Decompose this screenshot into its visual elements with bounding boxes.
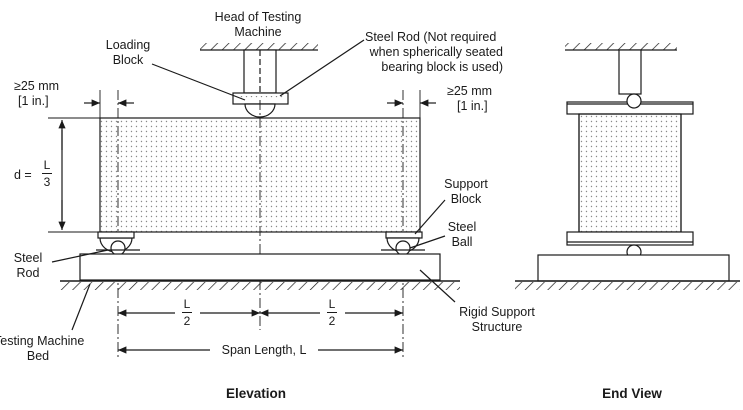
half-span-right-den: 2 xyxy=(328,314,336,328)
end-view-caption: End View xyxy=(602,386,662,401)
span-length-label: Span Length, L xyxy=(221,343,307,357)
bed-label-1: Testing Machine xyxy=(0,334,85,348)
right-offset-label-1: ≥25 mm xyxy=(447,84,493,98)
end-view-drawing xyxy=(515,43,740,290)
top-steel-rod xyxy=(244,103,276,118)
rigid-support-structure xyxy=(79,253,441,281)
bottom-steel-rod-label-1: Steel xyxy=(13,251,43,265)
left-offset-label-1: ≥25 mm xyxy=(14,79,60,93)
support-block-label-2: Block xyxy=(450,192,482,206)
head-label-2: Machine xyxy=(234,25,282,39)
top-steel-rod-label-3: bearing block is used) xyxy=(381,60,503,74)
loading-block-label-2: Block xyxy=(112,53,144,67)
depth-denominator: 3 xyxy=(43,175,51,189)
right-offset-label-2: [1 in.] xyxy=(457,99,488,113)
machine-head-hatch xyxy=(200,43,318,51)
head-label-1: Head of Testing xyxy=(214,10,302,24)
elevation-caption: Elevation xyxy=(225,386,287,401)
depth-numerator: L xyxy=(43,158,51,172)
bed-label-2: Bed xyxy=(26,349,50,363)
machine-bed-hatch xyxy=(60,280,460,290)
depth-fraction-bar xyxy=(42,173,52,174)
half-span-left-den: 2 xyxy=(183,314,191,328)
support-block-label-1: Support xyxy=(444,177,488,191)
top-steel-rod-label-1: Steel Rod (Not required xyxy=(365,30,497,44)
rigid-support-label-1: Rigid Support xyxy=(459,305,535,319)
steel-ball-label-1: Steel xyxy=(447,220,477,234)
bottom-steel-rod-label-2: Rod xyxy=(16,266,40,280)
left-support xyxy=(96,231,140,256)
half-span-left-num: L xyxy=(183,297,191,311)
half-span-right-num: L xyxy=(328,297,336,311)
left-offset-label-2: [1 in.] xyxy=(18,94,49,108)
right-support xyxy=(381,231,425,256)
depth-label: d = xyxy=(14,168,32,182)
steel-ball-label-2: Ball xyxy=(451,235,473,249)
loading-block-label-1: Loading xyxy=(105,38,151,52)
half-span-right-bar xyxy=(327,312,337,313)
rigid-support-label-2: Structure xyxy=(471,320,523,334)
top-steel-rod-label-2: when spherically seated xyxy=(369,45,503,59)
half-span-left-bar xyxy=(182,312,192,313)
